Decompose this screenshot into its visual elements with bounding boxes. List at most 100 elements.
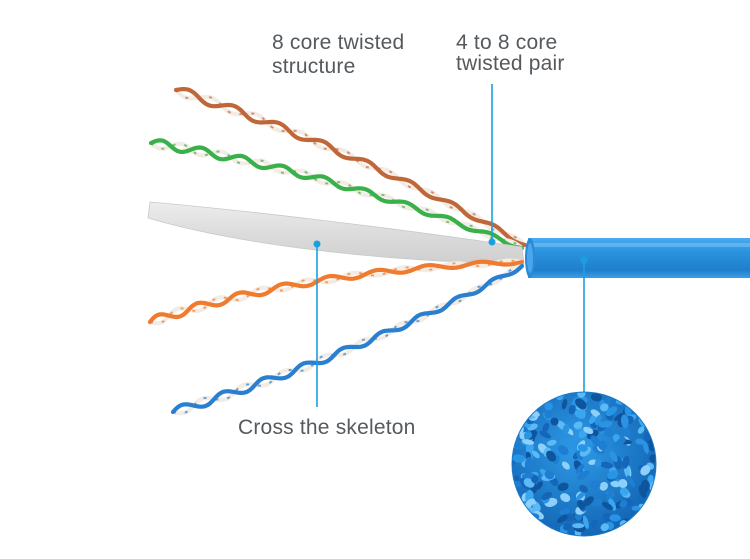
pellet (576, 490, 587, 501)
pellet (608, 498, 617, 511)
pellet (590, 409, 601, 418)
pellet (522, 439, 535, 445)
pellet (577, 470, 590, 480)
pellet (646, 501, 656, 513)
pellet (525, 498, 534, 509)
pellet (557, 514, 568, 524)
conductor-stripe (150, 142, 523, 249)
pellet (518, 404, 528, 411)
pellet (594, 414, 602, 425)
pellet (575, 398, 587, 410)
pellet (647, 516, 655, 525)
pellet (559, 508, 570, 515)
pellet (600, 403, 609, 412)
pellet (619, 500, 628, 508)
pellet (590, 519, 598, 528)
pellet (602, 501, 613, 511)
pellet (561, 399, 568, 410)
pellet (522, 392, 532, 399)
pellet (519, 520, 528, 531)
pellet (631, 505, 641, 511)
pellet (539, 430, 551, 439)
pellet (635, 438, 645, 445)
green-twisted-pair (148, 138, 525, 251)
pellet (512, 413, 520, 423)
pellet (594, 458, 602, 468)
pellet (544, 470, 555, 480)
pair-callout-dot (488, 238, 496, 246)
pellet (647, 495, 656, 504)
cable-jacket (525, 238, 750, 278)
pellet (640, 525, 649, 535)
pellet (512, 495, 518, 506)
pellet (618, 479, 628, 488)
pellet (518, 513, 528, 524)
colored-conductor (173, 87, 528, 248)
pellet (590, 498, 603, 507)
pellet (550, 417, 559, 426)
pellet (560, 493, 571, 503)
eight-core-label-line2: structure (272, 55, 356, 78)
pellet (599, 481, 608, 491)
pellet (609, 514, 621, 522)
pellet (598, 420, 613, 428)
blue-twisted-pair (170, 263, 525, 416)
pellet (523, 431, 533, 439)
pellet (615, 437, 626, 447)
pellet (579, 484, 588, 493)
pellet (630, 392, 639, 401)
cross-skeleton-separator (147, 201, 525, 265)
pellet (647, 510, 656, 520)
pellet (643, 526, 650, 536)
pellet (599, 461, 614, 469)
pellet (526, 392, 536, 400)
pellet (522, 518, 532, 531)
pellet (546, 450, 557, 462)
pellet (518, 392, 530, 400)
pellet (614, 412, 625, 422)
pellet (572, 523, 585, 529)
pellet (541, 491, 553, 501)
pellet (598, 440, 608, 451)
pellet (637, 426, 645, 434)
pellet (624, 529, 636, 536)
pellet (575, 464, 585, 474)
callout-lines (316, 84, 585, 407)
pellet (642, 440, 649, 454)
pellet (557, 482, 569, 491)
pellet (531, 475, 539, 484)
colored-conductor (147, 259, 525, 325)
pellet (620, 414, 629, 429)
pellet (561, 461, 570, 470)
white-striped-conductor (147, 258, 525, 326)
pellet (615, 398, 627, 405)
pellet (546, 439, 557, 446)
pellet (579, 407, 586, 419)
pellet (573, 421, 583, 429)
pellet (557, 445, 569, 456)
pellet (529, 392, 543, 398)
pellet (590, 435, 601, 447)
pellet (582, 515, 589, 529)
cross-skeleton-label: Cross the skeleton (238, 416, 416, 439)
pellet (604, 427, 614, 437)
pellet (512, 528, 518, 536)
pellet (583, 496, 594, 506)
pellet (513, 392, 522, 404)
pellet (650, 522, 656, 532)
pellet (621, 455, 630, 469)
pellet (562, 423, 570, 434)
pellet (619, 487, 629, 496)
pellet (626, 475, 636, 488)
pellet (512, 396, 525, 407)
pellet (521, 396, 529, 409)
colored-conductor (170, 263, 525, 415)
conductor-stripe (149, 259, 523, 325)
pellet (519, 398, 529, 405)
pellet (542, 422, 550, 433)
pellet (600, 523, 609, 532)
pellet (524, 456, 533, 469)
pvc-pellets-magnifier (511, 391, 657, 537)
